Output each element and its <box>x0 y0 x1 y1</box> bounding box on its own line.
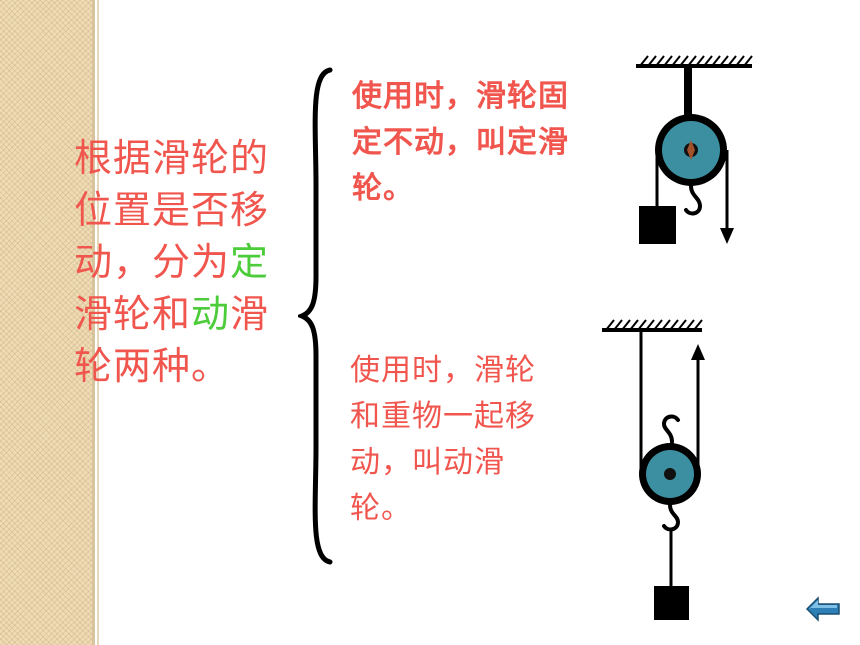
fixed-pulley-axle-mark <box>687 140 695 160</box>
fixed-pulley-hook <box>684 184 703 216</box>
movable-pulley-wheel <box>646 450 694 498</box>
fixed-pulley-mount <box>684 66 692 118</box>
decorative-side-strip <box>0 0 92 645</box>
movable-pulley-pull-arrow <box>691 344 705 360</box>
movable-pulley-weight <box>654 586 689 620</box>
back-button[interactable] <box>806 596 840 622</box>
movable-pulley-ceiling <box>602 319 703 332</box>
fixed-pulley-wheel <box>662 121 720 179</box>
movable-pulley-description: 使用时，滑轮和重物一起移动，叫动滑轮。 <box>350 353 536 526</box>
pulley-classification-text: 根据滑轮的位置是否移动，分为定滑轮和动滑轮两种。 <box>74 132 296 392</box>
main-text-part1: 根据滑轮的位置是否移动，分为 <box>74 136 270 284</box>
main-text-part3: 滑轮两种。 <box>74 292 270 388</box>
movable-pulley-top-hook <box>661 414 680 444</box>
fixed-pulley-ceiling <box>636 55 753 68</box>
main-text-part2: 滑轮和 <box>74 292 192 336</box>
fixed-pulley-wheel-outer <box>655 114 727 186</box>
movable-pulley-axle <box>664 468 676 480</box>
fixed-keyword: 定 <box>230 240 270 284</box>
fixed-pulley-axle <box>684 143 698 157</box>
curly-brace <box>298 67 333 565</box>
fixed-pulley-description: 使用时，滑轮固定不动，叫定滑轮。 <box>352 79 569 206</box>
fixed-pulley-weight <box>639 206 676 244</box>
movable-pulley-wheel-outer <box>639 443 701 505</box>
side-divider-line <box>92 0 95 645</box>
side-divider-line-2 <box>97 0 99 645</box>
movable-keyword: 动 <box>191 292 231 336</box>
arrow-left-icon <box>806 596 840 622</box>
arrow-highlight <box>809 600 837 609</box>
fixed-pulley-pull-arrow <box>720 228 734 244</box>
movable-pulley-bottom-hook <box>662 503 681 532</box>
